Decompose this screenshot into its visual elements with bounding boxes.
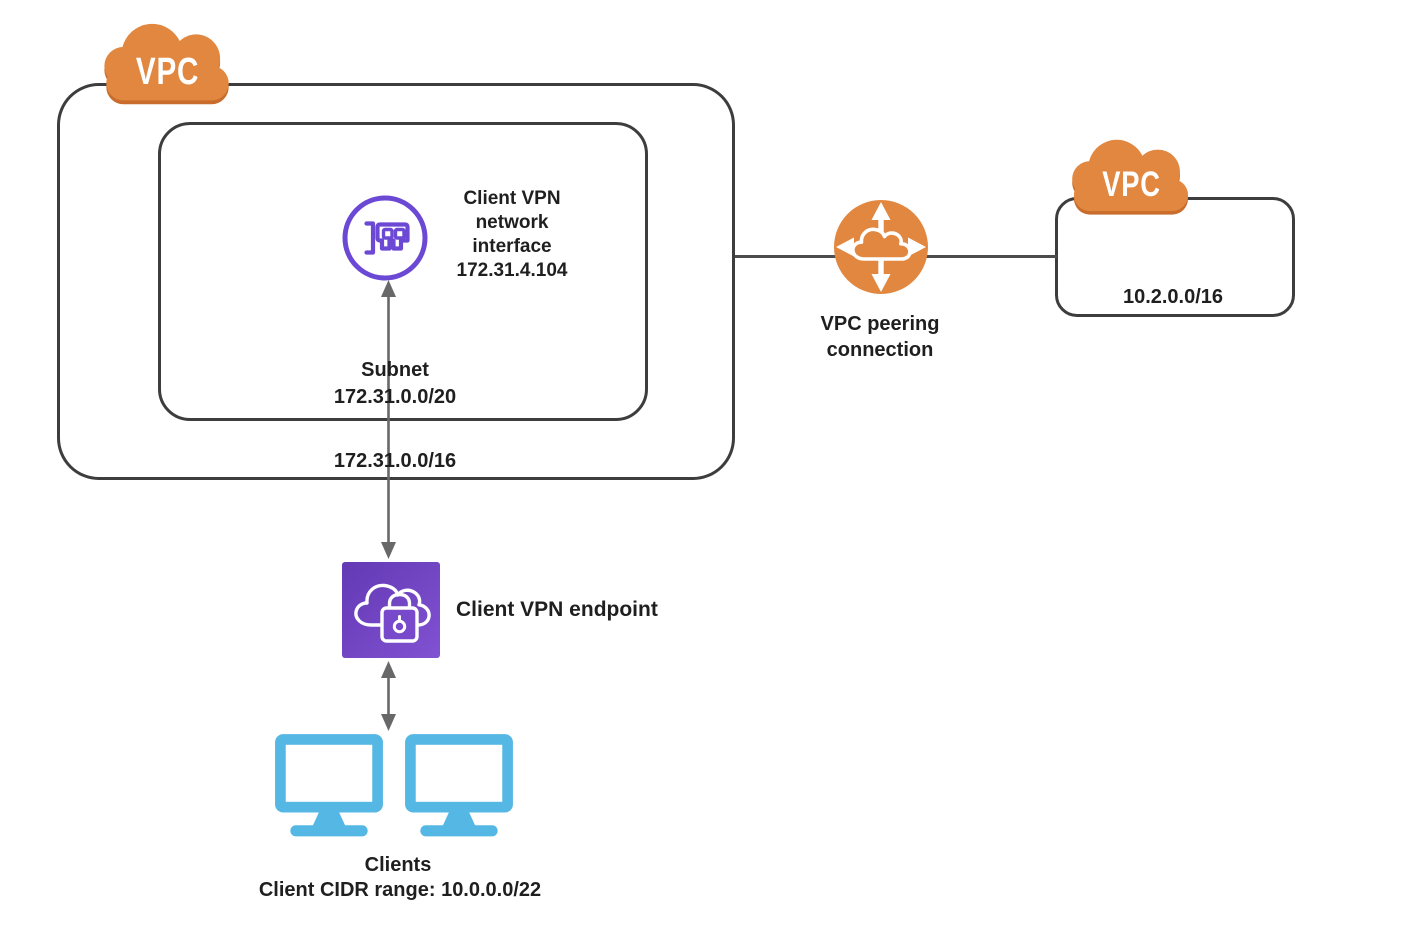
network-interface-label-line1: Client VPN — [463, 188, 561, 209]
clients-label: Clients — [364, 854, 432, 876]
vpc-right-cidr: 10.2.0.0/16 — [1122, 286, 1224, 308]
vpc-peering-label-line1: VPC peering — [820, 313, 940, 335]
vpc-left-cidr: 172.31.0.0/16 — [333, 450, 457, 472]
client-vpn-endpoint-label: Client VPN endpoint — [456, 598, 658, 621]
subnet-boundary — [158, 122, 648, 421]
vpc-cloud-label: VPC — [1101, 165, 1161, 204]
client-vpn-endpoint-icon — [342, 562, 440, 658]
network-interface-icon — [340, 193, 430, 283]
network-interface-label-line2: network — [475, 212, 549, 233]
subnet-label: Subnet 172.31.0.0/20 — [275, 357, 515, 411]
network-interface-ip: 172.31.4.104 — [456, 260, 568, 281]
vpc-cloud-icon: VPC — [100, 22, 235, 110]
vpc-cloud-icon: VPC — [1068, 138, 1194, 220]
subnet-name: Subnet — [361, 359, 429, 381]
network-interface-label: Client VPN network interface 172.31.4.10… — [427, 187, 597, 283]
client-monitor-icon — [402, 731, 516, 839]
clients-cidr-label: Client CIDR range: 10.0.0.0/22 — [258, 879, 542, 901]
vpc-left-boundary — [57, 83, 735, 480]
vpc-peering-label: VPC peering connection — [780, 311, 980, 363]
vpc-peering-label-line2: connection — [826, 339, 934, 361]
subnet-cidr: 172.31.0.0/20 — [333, 386, 457, 408]
network-interface-label-line3: interface — [472, 236, 552, 257]
vpc-peering-icon — [831, 199, 931, 295]
vpc-cloud-label: VPC — [135, 50, 200, 93]
client-monitor-icon — [272, 731, 386, 839]
